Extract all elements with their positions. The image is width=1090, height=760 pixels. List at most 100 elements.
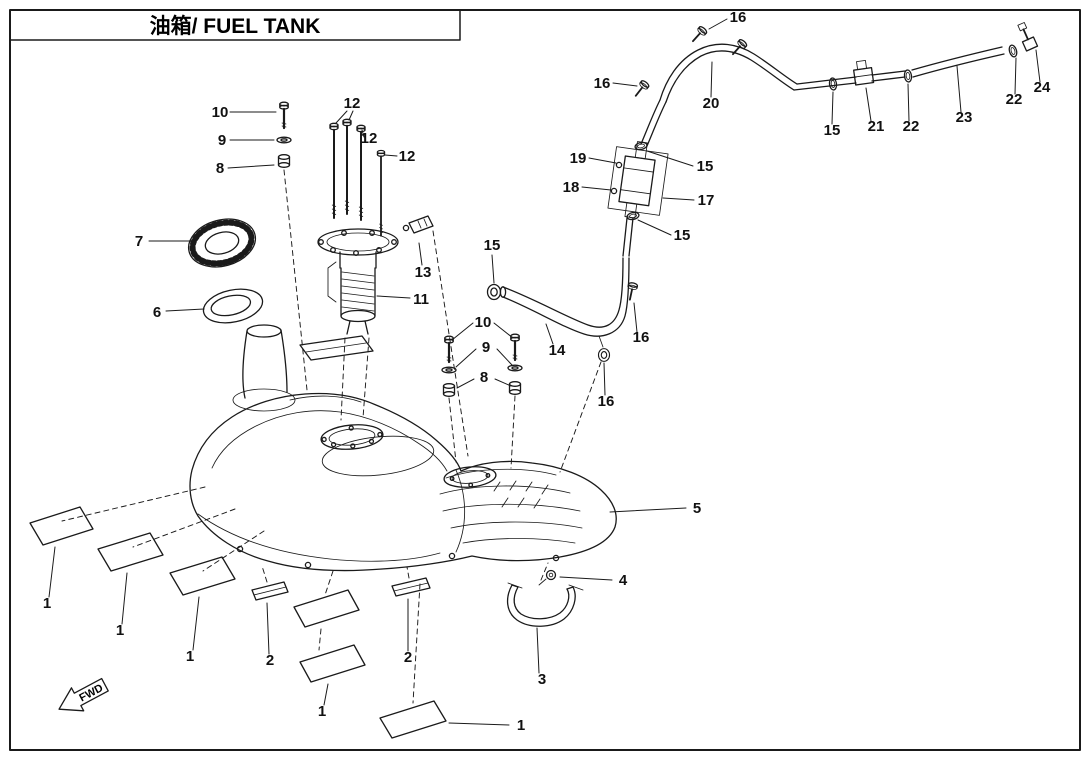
callout-part-8: 8 (480, 369, 488, 386)
pad (379, 700, 447, 739)
callout-part-21: 21 (868, 118, 885, 135)
callout-part-9: 9 (218, 132, 226, 149)
fitting-24 (1017, 22, 1039, 52)
callout-part-10: 10 (212, 104, 229, 121)
tank-right-opening (443, 466, 497, 488)
callout-part-12: 12 (399, 148, 416, 165)
callout-part-10: 10 (475, 314, 492, 331)
callout-part-14: 14 (549, 342, 566, 359)
washer (441, 366, 457, 374)
callout-leader (581, 186, 612, 191)
bolt (342, 118, 352, 215)
callout-part-1: 1 (517, 717, 525, 734)
callout-part-17: 17 (698, 192, 715, 209)
callout-leader (831, 91, 834, 125)
callout-part-2: 2 (266, 652, 274, 669)
callout-part-22: 22 (1006, 91, 1023, 108)
callout-leader (536, 627, 540, 674)
callout-leader (603, 362, 606, 396)
callout-leader (376, 295, 411, 299)
callout-leader (121, 572, 128, 625)
retaining-clip (538, 569, 557, 586)
callout-part-15: 15 (824, 122, 841, 139)
grommet-ring (597, 348, 611, 362)
fuel-sensor (402, 215, 469, 457)
washer (276, 136, 292, 144)
callout-leader (559, 576, 613, 581)
callout-leader (588, 157, 617, 164)
tank-mounting-fasteners (441, 333, 523, 469)
callout-leader (493, 322, 514, 339)
filler-gasket (202, 288, 264, 324)
callout-labels: 1098121212761311151098141616191817151520… (43, 9, 1051, 734)
callout-leader (612, 82, 638, 87)
rubber-spacers (251, 565, 431, 601)
screw (688, 24, 709, 46)
filter-connector (615, 161, 623, 169)
bolt (329, 122, 339, 219)
callout-part-1: 1 (186, 648, 194, 665)
callout-part-11: 11 (413, 291, 429, 308)
callout-leader (496, 348, 513, 366)
callout-leader (494, 378, 512, 387)
adhesive-pads (29, 486, 447, 739)
callout-leader (48, 546, 56, 598)
callout-part-22: 22 (903, 118, 920, 135)
callout-part-15: 15 (697, 158, 714, 175)
callout-leader (1014, 57, 1017, 95)
callout-leader (609, 507, 687, 513)
tank-bracket (506, 562, 584, 627)
fuel-pump-module (299, 228, 399, 421)
callout-part-16: 16 (594, 75, 611, 92)
callout-part-23: 23 (956, 109, 973, 126)
bolt (278, 101, 290, 130)
hose-clamp (486, 283, 502, 301)
callout-part-7: 7 (135, 233, 143, 250)
callout-part-5: 5 (693, 500, 701, 517)
callout-part-6: 6 (153, 304, 161, 321)
callout-part-8: 8 (216, 160, 224, 177)
callout-part-20: 20 (703, 95, 720, 112)
pad (169, 556, 236, 596)
callout-part-18: 18 (563, 179, 580, 196)
callout-leader (633, 302, 638, 333)
callout-leader (192, 596, 200, 651)
hose-clamp (903, 68, 913, 84)
fuel-pipe-right (793, 22, 1039, 92)
fuel-filter-assembly (607, 99, 669, 257)
callout-leader (451, 322, 474, 341)
callout-part-15: 15 (674, 227, 691, 244)
callout-leader (361, 129, 365, 138)
callout-part-12: 12 (344, 95, 361, 112)
callout-leader (418, 242, 423, 266)
callout-leader (323, 683, 329, 706)
bolt (509, 333, 521, 362)
fuel-cap (187, 218, 257, 268)
callout-leader (448, 722, 510, 726)
callout-part-1: 1 (116, 622, 124, 639)
callout-leader (646, 150, 694, 167)
callout-part-19: 19 (570, 150, 587, 167)
pad (299, 644, 366, 683)
callout-leader (1035, 49, 1041, 83)
callout-part-15: 15 (484, 237, 501, 254)
callout-part-16: 16 (730, 9, 747, 26)
fuel-hose-20 (659, 43, 798, 103)
callout-part-1: 1 (43, 595, 51, 612)
callout-part-4: 4 (619, 572, 628, 589)
nut (508, 381, 522, 395)
callout-leader (956, 65, 962, 113)
mounting-screws-16 (631, 24, 749, 100)
callout-leader (662, 197, 695, 201)
callout-leader (455, 348, 477, 368)
pad (29, 506, 94, 546)
callout-leader (545, 323, 554, 345)
pump-opening (320, 424, 384, 450)
screw (631, 78, 651, 100)
fuel-tank-body (189, 392, 617, 572)
filler-neck (232, 324, 296, 412)
fwd-label: FWD (77, 682, 105, 704)
callout-part-12: 12 (361, 130, 378, 147)
